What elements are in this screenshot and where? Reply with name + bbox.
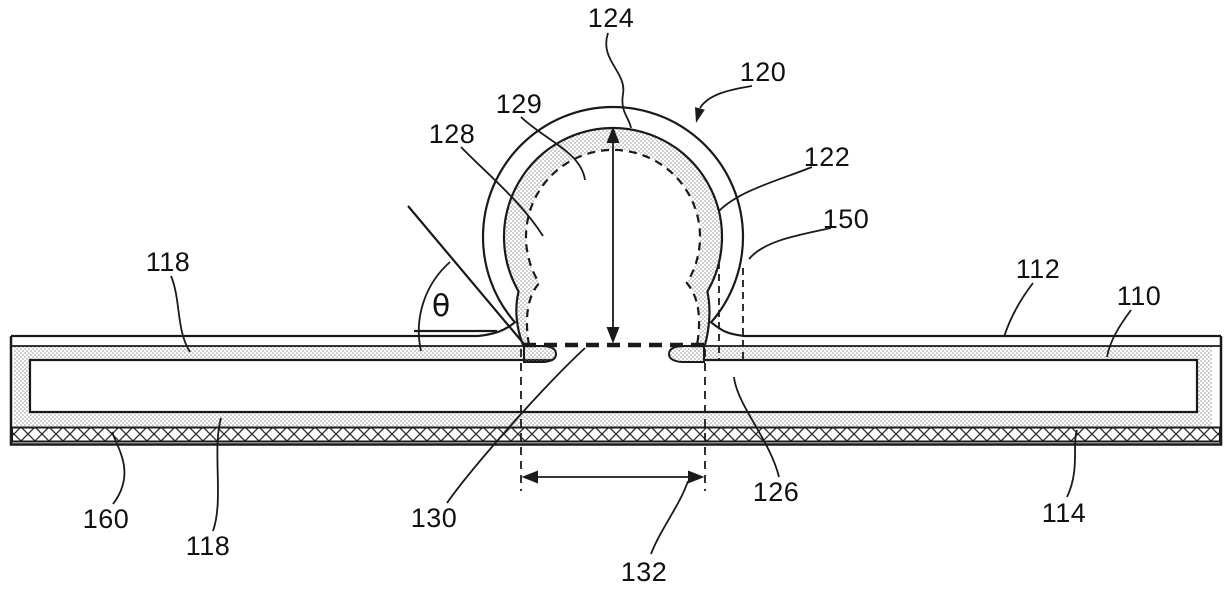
- height-arrowhead-top: [606, 126, 620, 143]
- balloon-wall: [504, 128, 723, 345]
- label-160: 160: [83, 504, 130, 534]
- substrate-outer-border: [9, 336, 1223, 446]
- leader-150: [748, 227, 832, 260]
- dimension-width: [520, 262, 744, 491]
- label-124: 124: [588, 3, 635, 33]
- leader-126: [733, 376, 780, 478]
- mouth-right-cap: [667, 345, 705, 363]
- label-118-top: 118: [146, 247, 191, 277]
- label-120: 120: [740, 57, 787, 87]
- leader-122: [718, 166, 813, 212]
- inner-lumen: [30, 360, 1197, 412]
- leader-128: [460, 146, 544, 237]
- arrowhead-120: [695, 107, 705, 123]
- theta-angle-annotation: θ: [407, 205, 525, 352]
- balloon-inner-surface-dashed: [524, 148, 702, 346]
- leader-114: [1066, 429, 1078, 498]
- leader-118-bottom: [212, 417, 222, 532]
- leader-130: [446, 347, 586, 504]
- label-110: 110: [1117, 281, 1162, 311]
- inner-lumen-outline: [28, 358, 1199, 414]
- label-129: 129: [496, 89, 543, 119]
- tangent-line: [407, 205, 525, 345]
- label-theta: θ: [432, 289, 450, 324]
- mouth-passage: [523, 346, 702, 362]
- label-118-bottom: 118: [186, 531, 231, 561]
- reference-numerals: 124 120 129 128 122 150 118 112 110 160 …: [83, 3, 1162, 587]
- theta-arc: [417, 261, 451, 352]
- label-150: 150: [823, 204, 870, 234]
- label-112: 112: [1016, 254, 1061, 284]
- leader-160: [111, 431, 126, 505]
- label-122: 122: [804, 142, 851, 172]
- label-126: 126: [753, 477, 800, 507]
- label-128: 128: [429, 119, 476, 149]
- crosshatch-layer: [11, 426, 1221, 443]
- dimension-height: [606, 126, 620, 344]
- leader-129: [520, 116, 586, 181]
- width-arrowhead-left: [521, 470, 538, 484]
- width-arrowhead-right: [688, 470, 705, 484]
- label-130: 130: [411, 503, 458, 533]
- mouth-left-cap: [523, 345, 558, 363]
- leader-124: [605, 32, 632, 129]
- height-arrowhead-bottom: [606, 327, 620, 344]
- label-132: 132: [621, 557, 668, 587]
- leader-118-top: [170, 275, 191, 353]
- leader-120: [699, 85, 753, 109]
- coating-top-line: [11, 105, 1221, 338]
- leader-132: [650, 480, 689, 555]
- leader-lines: [111, 32, 1132, 555]
- leader-110: [1106, 309, 1132, 358]
- label-114: 114: [1042, 498, 1087, 528]
- leader-112: [1003, 282, 1034, 338]
